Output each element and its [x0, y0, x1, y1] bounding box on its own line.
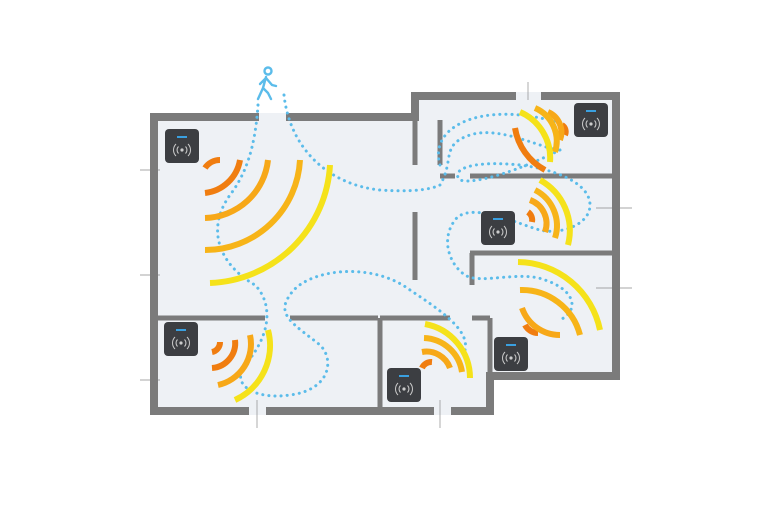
- outer-walls: [150, 92, 620, 415]
- rfid-reader-icon: [163, 321, 199, 357]
- rfid-reader-icon: [164, 128, 200, 164]
- movement-path: [216, 93, 592, 398]
- rfid-reader-icon: [573, 102, 609, 138]
- signal-waves: [202, 105, 603, 403]
- rfid-reader-icon: [493, 336, 529, 372]
- rfid-reader-icon: [480, 210, 516, 246]
- walking-person-icon: [256, 66, 278, 101]
- interior-walls: [154, 117, 614, 411]
- rfid-reader-icon: [386, 367, 422, 403]
